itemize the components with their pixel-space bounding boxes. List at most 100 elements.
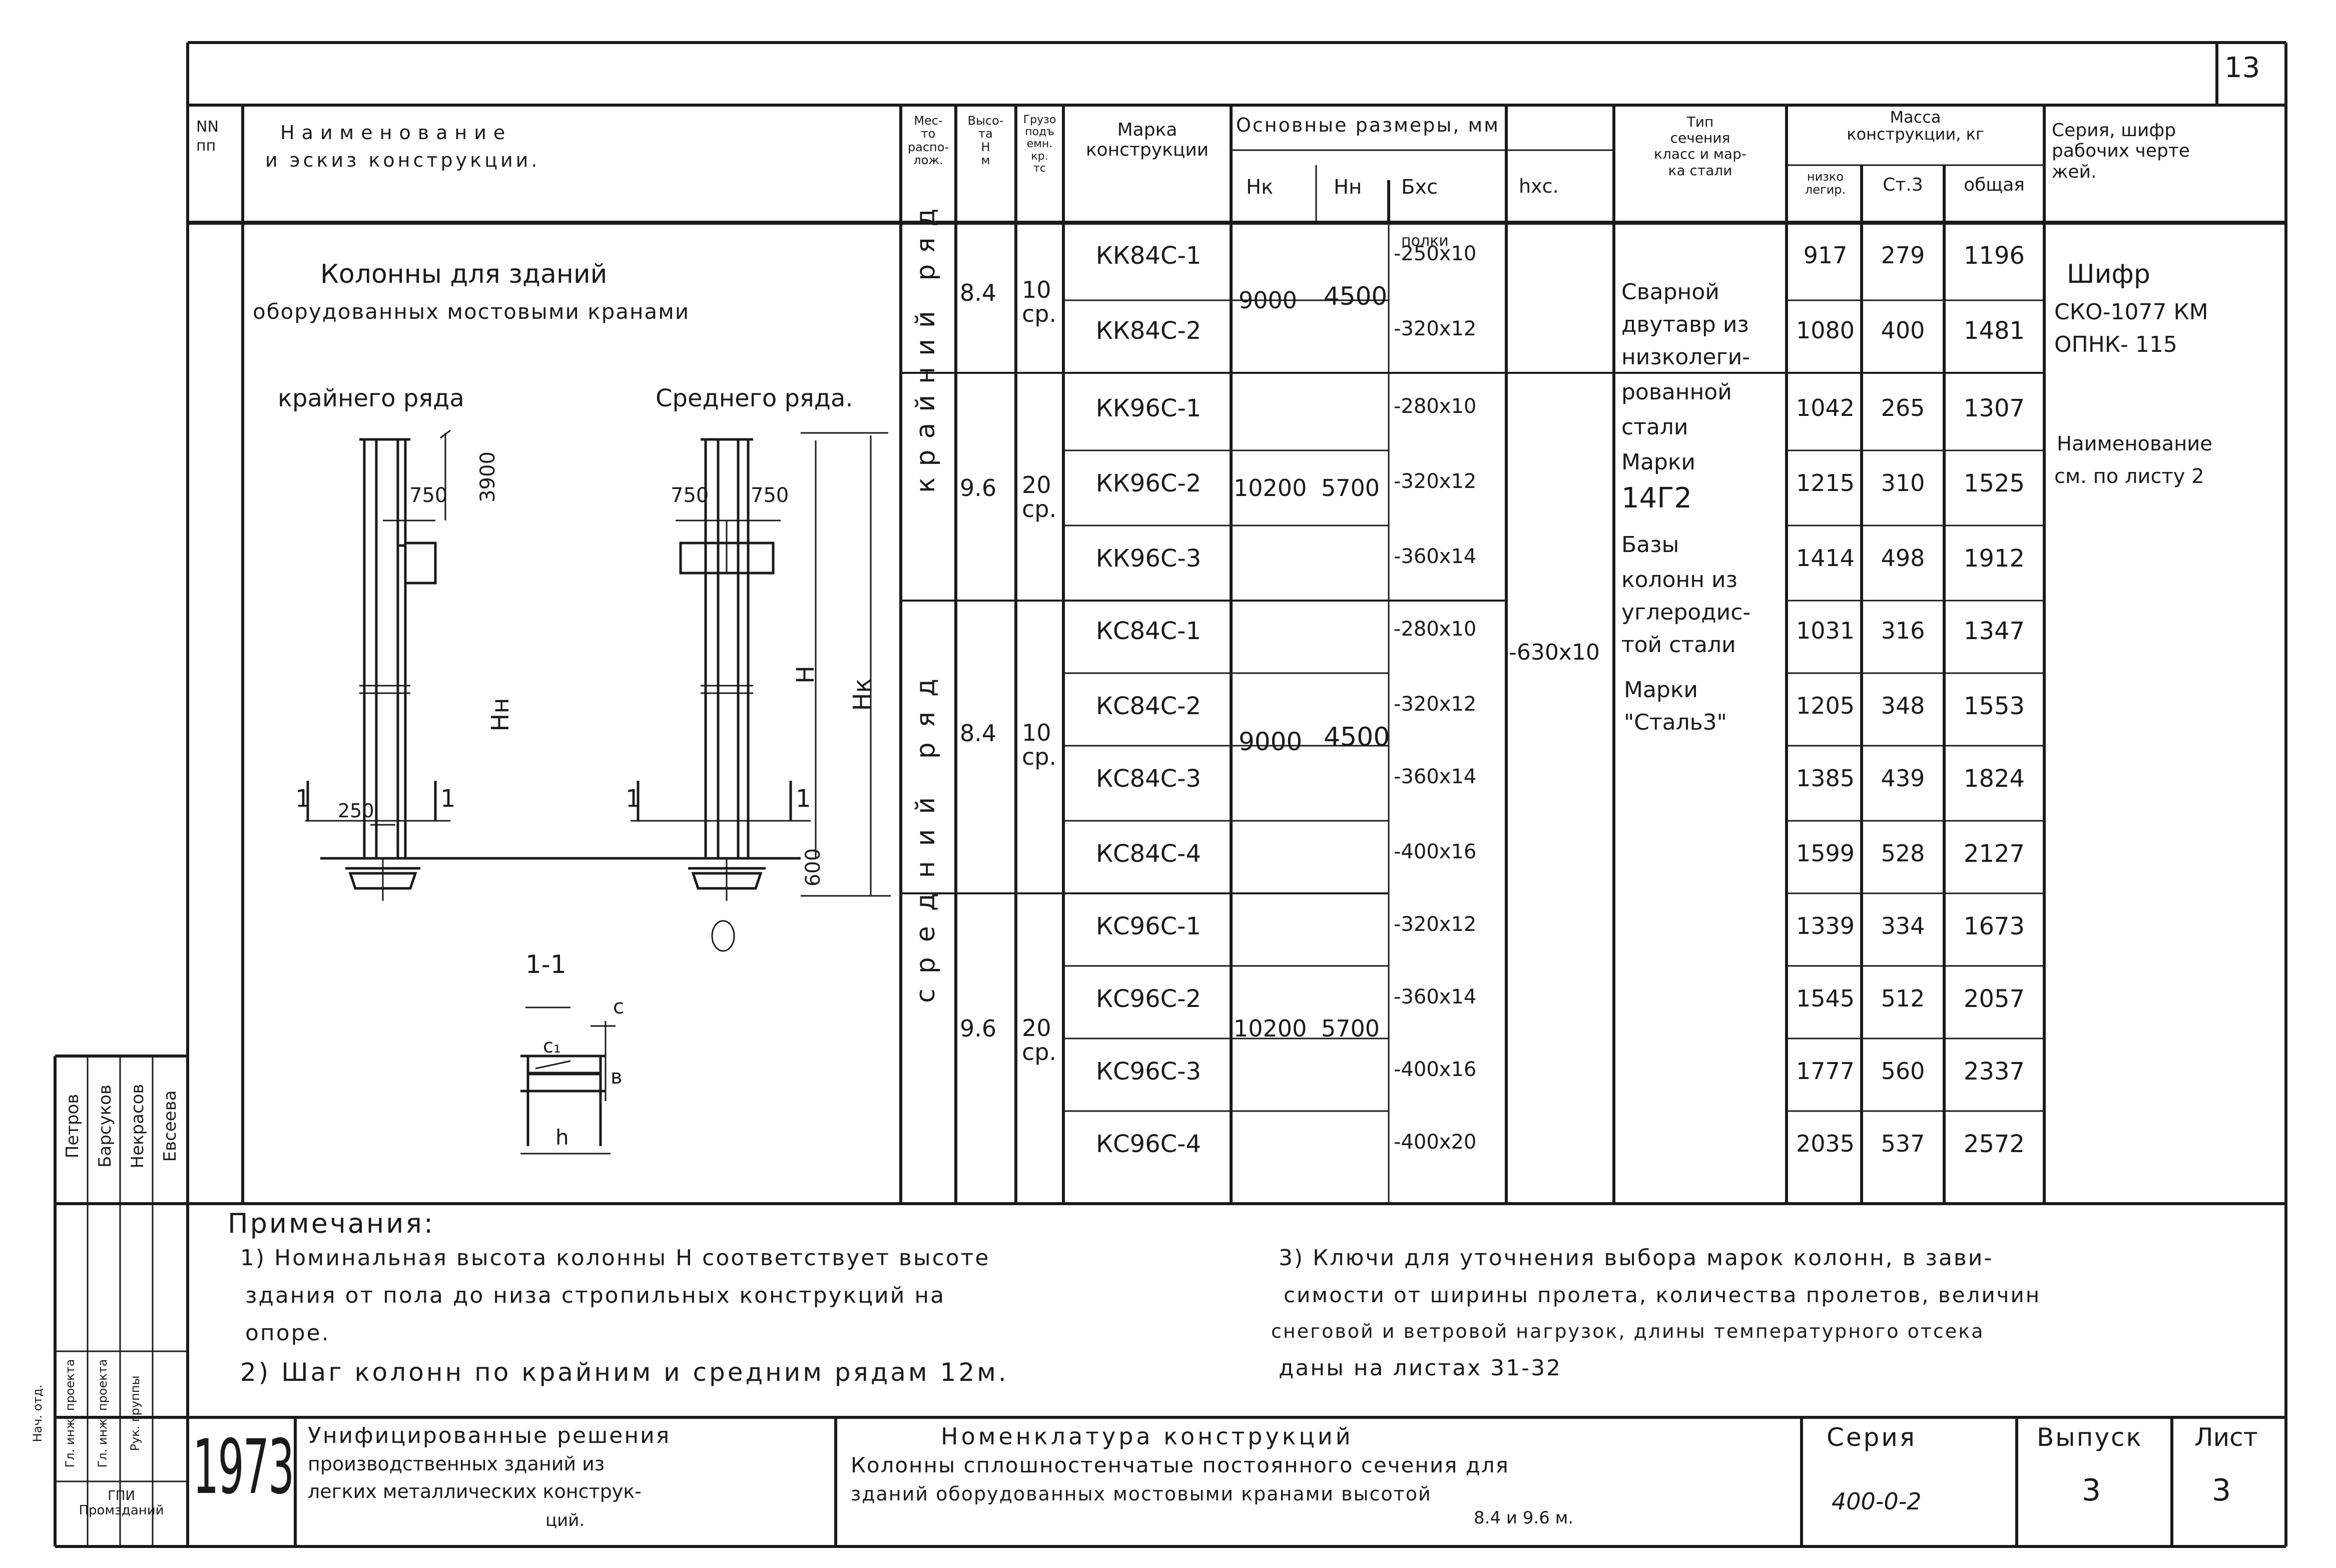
section-type-line: Сварной bbox=[1621, 279, 1719, 305]
col-hn-header: Нн bbox=[1334, 176, 1362, 199]
section-type-line: той стали bbox=[1621, 632, 1736, 658]
row-mass-st3: 310 bbox=[1881, 469, 1925, 496]
row-mass-st3: 334 bbox=[1881, 912, 1925, 939]
row-mass-low-alloy: 1042 bbox=[1796, 394, 1855, 421]
title-sheet-label: Лист bbox=[2194, 1423, 2258, 1452]
row-mass-st3: 537 bbox=[1881, 1130, 1925, 1157]
row-mass-st3: 316 bbox=[1881, 617, 1925, 644]
title-desc-line2: зданий оборудованных мостовыми кранами в… bbox=[851, 1483, 1432, 1505]
title-sheet-value: 3 bbox=[2212, 1473, 2231, 1508]
col-dims-header: Основные размеры, мм bbox=[1236, 114, 1500, 136]
crane-group-3: 10 ср. bbox=[1022, 719, 1057, 771]
height-group-2: 9.6 bbox=[960, 474, 997, 501]
section-label: 1-1 bbox=[525, 950, 566, 979]
row-mass-total: 2572 bbox=[1963, 1130, 2025, 1158]
col-number-header: NN пп bbox=[196, 118, 219, 155]
row-mass-low-alloy: 1080 bbox=[1796, 317, 1855, 344]
title-nomenclature: Номенклатура конструкций bbox=[941, 1423, 1354, 1450]
note-1-line1: 1) Номинальная высота колонны Н соответс… bbox=[240, 1245, 990, 1271]
row-flange-size: -250х10 bbox=[1394, 242, 1477, 265]
row-mark: КС84С-2 bbox=[1095, 692, 1202, 720]
title-org-line2: производственных зданий из bbox=[308, 1453, 605, 1475]
side-role-4: Рук. группы bbox=[128, 1375, 142, 1451]
dim-250: 250 bbox=[338, 800, 374, 822]
section-type-line: Марки bbox=[1621, 449, 1696, 475]
section-type-line: рованной bbox=[1621, 379, 1732, 405]
row-flange-size: -360х14 bbox=[1394, 765, 1477, 788]
cut-mark-1a: 1 bbox=[295, 785, 311, 813]
section-type-line: стали bbox=[1621, 414, 1688, 440]
note-3-line3: снеговой и ветровой нагрузок, длины темп… bbox=[1271, 1320, 1985, 1342]
sheet-number-top: 13 bbox=[2224, 52, 2260, 84]
row-mass-total: 2127 bbox=[1963, 840, 2025, 868]
row-mass-total: 1481 bbox=[1963, 317, 2025, 345]
col-crane-header: Грузо подъ емн. кр. тс bbox=[1023, 114, 1056, 175]
series-code-1: СКО-1077 КМ bbox=[2054, 299, 2208, 325]
row-mass-st3: 400 bbox=[1881, 317, 1925, 344]
row-mark: КС84С-1 bbox=[1095, 617, 1202, 645]
height-group-1: 8.4 bbox=[960, 279, 997, 306]
col-hxc-header: hхс. bbox=[1519, 175, 1559, 197]
section-type-line: 14Г2 bbox=[1621, 482, 1692, 514]
section-type-line: Базы bbox=[1621, 532, 1679, 558]
title-org-line1: Унифицированные решения bbox=[308, 1423, 671, 1448]
col-name-header-line2: и эскиз конструкции. bbox=[265, 149, 540, 171]
col-name-header-line1: Наименование bbox=[280, 122, 512, 144]
row-mass-st3: 348 bbox=[1881, 692, 1925, 719]
row-mass-total: 1307 bbox=[1963, 394, 2025, 422]
height-group-4: 9.6 bbox=[960, 1015, 997, 1042]
row-mark: КС96С-4 bbox=[1095, 1130, 1202, 1158]
row-mass-low-alloy: 1205 bbox=[1796, 692, 1855, 719]
dim-750-middle-left: 750 bbox=[671, 484, 709, 507]
outer-row-label: крайнего ряда bbox=[278, 384, 464, 412]
hn-group-3: 4500 bbox=[1324, 722, 1390, 752]
web-size: -630х10 bbox=[1509, 640, 1600, 665]
row-mass-total: 1196 bbox=[1963, 242, 2025, 270]
hk-group-4: 10200 bbox=[1234, 1015, 1307, 1042]
cut-mark-1d: 1 bbox=[796, 785, 811, 813]
dim-3900: 3900 bbox=[476, 451, 499, 502]
cut-mark-1b: 1 bbox=[440, 785, 456, 813]
dim-750-outer: 750 bbox=[409, 484, 448, 507]
label-hk: Нк bbox=[848, 678, 876, 711]
row-mass-low-alloy: 1777 bbox=[1796, 1058, 1855, 1085]
row-mass-st3: 439 bbox=[1881, 765, 1925, 792]
col-series-header: Серия, шифр рабочих черте жей. bbox=[2052, 120, 2190, 182]
row-mass-st3: 498 bbox=[1881, 545, 1925, 572]
hn-group-4: 5700 bbox=[1321, 1015, 1380, 1042]
row-mark: КС96С-3 bbox=[1095, 1058, 1202, 1086]
sketch-title-line1: Колонны для зданий bbox=[320, 259, 608, 289]
row-mark: КС96С-2 bbox=[1095, 985, 1202, 1013]
hn-group-2: 5700 bbox=[1321, 474, 1380, 501]
series-name-label: Наименование bbox=[2057, 432, 2212, 455]
row-flange-size: -400х16 bbox=[1394, 840, 1477, 863]
col-bxc-header: Бхс bbox=[1401, 176, 1438, 199]
col-mass-st3-header: Ст.3 bbox=[1883, 175, 1923, 195]
row-flange-size: -320х12 bbox=[1394, 693, 1477, 716]
side-role-1: Нач. отд. bbox=[31, 1384, 45, 1442]
col-location-header: Мес- то распо- лож. bbox=[907, 114, 949, 168]
row-mark: КК96С-2 bbox=[1095, 469, 1202, 497]
row-flange-size: -280х10 bbox=[1394, 618, 1477, 641]
col-height-header: Высо- та Н м bbox=[967, 114, 1004, 168]
title-series-label: Серия bbox=[1827, 1423, 1917, 1452]
row-mass-low-alloy: 1339 bbox=[1796, 912, 1855, 939]
row-mass-st3: 265 bbox=[1881, 394, 1925, 421]
hk-group-2: 10200 bbox=[1234, 474, 1307, 501]
side-role-3: Гл. инж. проекта bbox=[96, 1359, 110, 1468]
sketch-title-line2: оборудованных мостовыми кранами bbox=[253, 299, 690, 324]
side-name-1: Петров bbox=[63, 1094, 83, 1159]
row-mass-total: 2337 bbox=[1963, 1058, 2025, 1086]
col-mark-header: Марка конструкции bbox=[1085, 120, 1209, 160]
hn-group-1: 4500 bbox=[1324, 282, 1388, 311]
series-code-2: ОПНК- 115 bbox=[2054, 332, 2177, 357]
hk-group-3: 9000 bbox=[1239, 727, 1303, 756]
section-type-line: колонн из bbox=[1621, 567, 1738, 593]
title-org-line4: ций. bbox=[545, 1510, 585, 1530]
section-type-line: Марки bbox=[1624, 677, 1698, 703]
row-flange-size: -320х12 bbox=[1394, 913, 1477, 936]
section-dim-c1: с₁ bbox=[543, 1035, 561, 1057]
row-mark: КК96С-3 bbox=[1095, 545, 1202, 573]
col-mass-total-header: общая bbox=[1964, 175, 2025, 195]
